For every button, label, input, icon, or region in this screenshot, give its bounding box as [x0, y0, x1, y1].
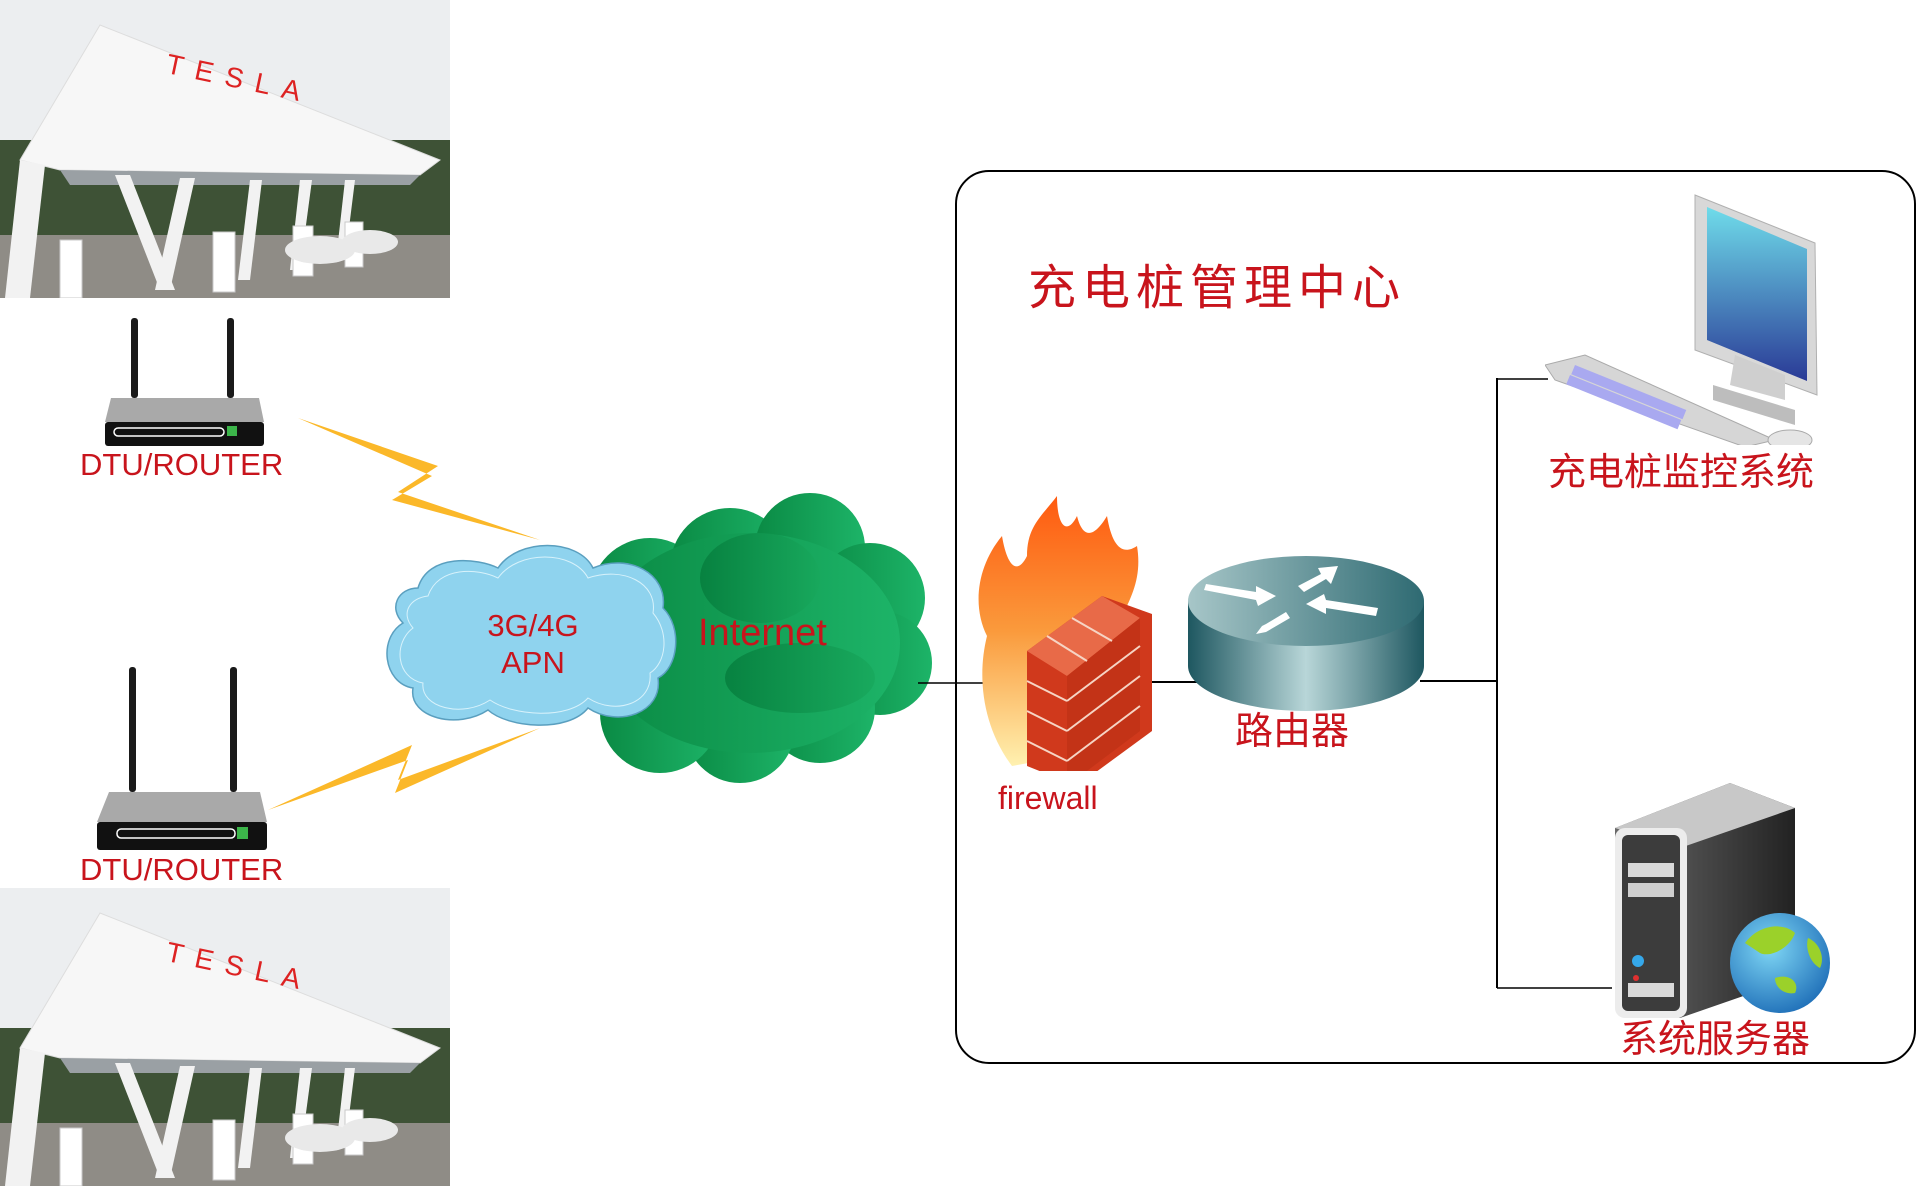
mobile-network-label-line1: 3G/4G	[487, 608, 579, 643]
firewall-label: firewall	[998, 780, 1098, 816]
lightning-bolt-icon-top	[298, 418, 540, 540]
mobile-network-label-line2: APN	[501, 645, 565, 680]
firewall-icon	[972, 496, 1152, 771]
dtu-router-label-top: DTU/ROUTER	[80, 447, 284, 482]
dtu-router-icon-top	[97, 318, 273, 450]
internet-label: Internet	[698, 612, 827, 654]
management-center-title: 充电桩管理中心	[1028, 260, 1407, 316]
dtu-router-label-bottom: DTU/ROUTER	[80, 852, 284, 887]
monitoring-workstation-icon	[1545, 185, 1830, 445]
charging-station-photo-top: TESLA	[0, 0, 450, 298]
lightning-bolt-icon-bottom	[268, 728, 540, 810]
system-server-icon	[1610, 783, 1835, 1018]
charging-station-photo-bottom: TESLA	[0, 888, 450, 1186]
system-server-label: 系统服务器	[1620, 1017, 1811, 1061]
mobile-network-cloud-icon	[378, 538, 683, 728]
core-router-label: 路由器	[1235, 709, 1350, 753]
wireless-link-bolts	[268, 418, 540, 810]
dtu-router-icon-bottom	[97, 667, 273, 852]
monitoring-system-label: 充电桩监控系统	[1548, 450, 1815, 494]
management-center-box	[955, 170, 1916, 1064]
core-router-icon	[1186, 556, 1426, 714]
